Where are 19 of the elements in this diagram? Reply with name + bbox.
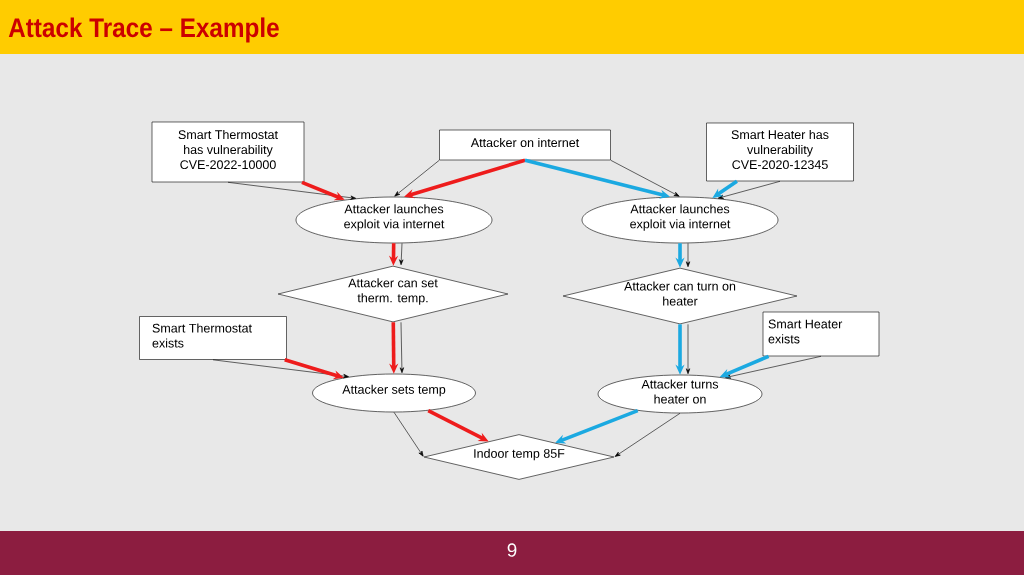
fact-box: Smart Thermostat exists <box>139 316 287 360</box>
page-number: 9 <box>507 543 517 557</box>
arrow <box>685 243 691 268</box>
fact-box: Smart Thermostat has vulnerability CVE-2022-10000 <box>151 121 305 183</box>
arrow <box>685 324 691 375</box>
fact-box: Smart Heater has vulnerability CVE-2020-12345 <box>706 122 854 182</box>
arrow <box>399 243 404 266</box>
arrow <box>393 412 424 457</box>
arrow <box>610 160 680 197</box>
arrow <box>614 413 681 457</box>
arrow <box>227 182 357 200</box>
fact-box: Attacker on internet <box>439 129 611 161</box>
arrow <box>394 160 440 197</box>
arrow <box>399 322 405 374</box>
slide-title: Attack Trace – Example <box>8 17 279 43</box>
arrow <box>717 181 781 199</box>
arrow <box>725 356 822 379</box>
fact-box: Smart Heater exists <box>762 311 880 357</box>
arrow <box>212 359 349 379</box>
